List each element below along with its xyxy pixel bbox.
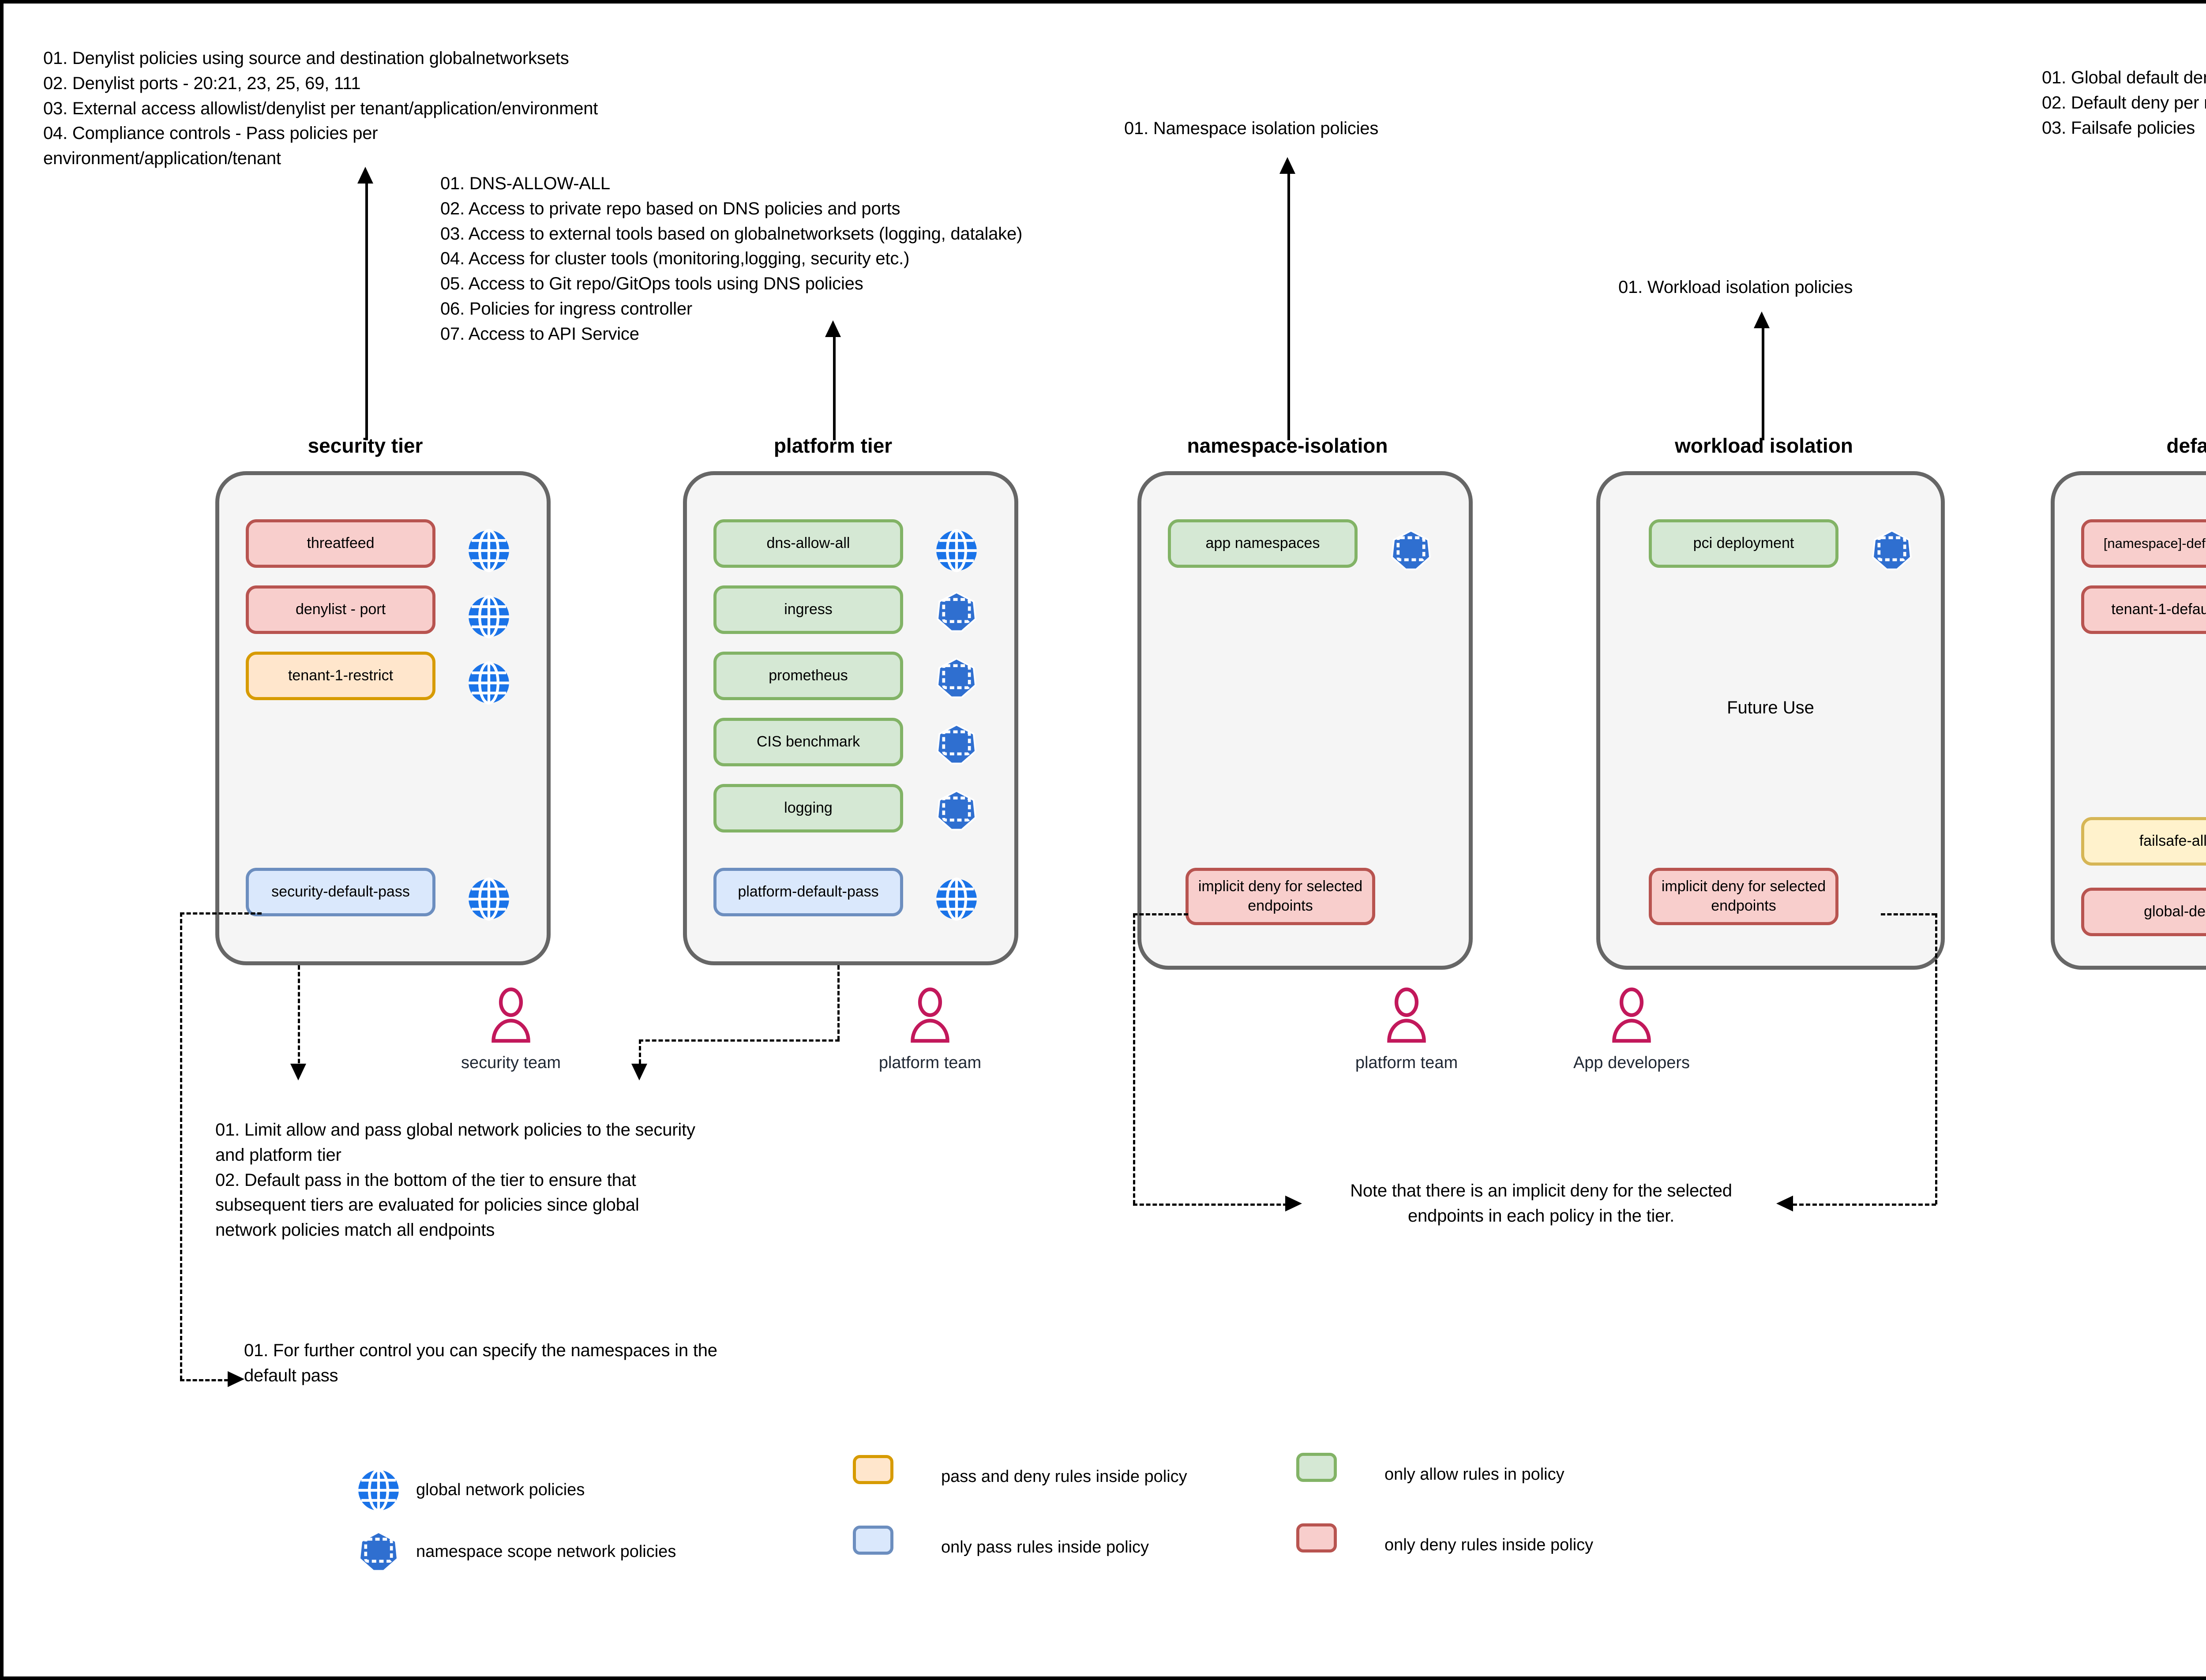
- arrow-head-security: [357, 167, 373, 184]
- policy-app-namespaces[interactable]: app namespaces: [1168, 519, 1358, 568]
- arrow-line-platform: [833, 330, 836, 440]
- note-namespace-isolation: 01. Namespace isolation policies: [1124, 119, 1379, 138]
- namespace-scope-icon: [934, 723, 979, 769]
- note-workload-isolation: 01. Workload isolation policies: [1618, 278, 1853, 297]
- connector-platform-down: [837, 965, 840, 1040]
- legend-swatch-only-deny: [1296, 1523, 1337, 1552]
- namespace-scope-icon: [1870, 529, 1914, 575]
- note-implicit-deny: Note that there is an implicit deny for …: [1350, 1181, 1732, 1226]
- globe-icon: [934, 877, 979, 923]
- connector-security-down: [298, 965, 300, 1063]
- connector-wl-deny-right: [1881, 913, 1936, 915]
- policy-dns-allow-all[interactable]: dns-allow-all: [713, 519, 903, 568]
- policy-prometheus[interactable]: prometheus: [713, 652, 903, 700]
- legend-label-pass-and-deny-rules: pass and deny rules inside policy: [941, 1467, 1187, 1486]
- namespace-scope-icon: [356, 1530, 401, 1576]
- legend-label-namespace-scope-network-policies: namespace scope network policies: [416, 1542, 676, 1561]
- policy-logging[interactable]: logging: [713, 784, 903, 832]
- tier-title-platform-tier: platform tier: [773, 434, 893, 457]
- note-platform-tier: 01. DNS-ALLOW-ALL 02. Access to private …: [440, 174, 1023, 344]
- arrow-head-platform: [825, 320, 841, 337]
- arrow-line-security: [365, 176, 368, 440]
- globe-icon: [467, 877, 511, 923]
- policy-cis-benchmark[interactable]: CIS benchmark: [713, 718, 903, 766]
- policy-denylist-port[interactable]: denylist - port: [246, 585, 435, 634]
- connector-ns-deny-down: [1133, 913, 1135, 1204]
- tier-title-security-tier: security tier: [308, 434, 423, 457]
- arrow-line-workload: [1762, 321, 1764, 440]
- tier-title-namespace-isolation: namespace-isolation: [1187, 434, 1388, 457]
- legend-label-only-allow-rules: only allow rules in policy: [1384, 1465, 1564, 1484]
- note-default-pass: 01. For further control you can specify …: [244, 1341, 717, 1385]
- person-label-platform-team-2: platform team: [1355, 1054, 1458, 1072]
- connector-platform-down2: [639, 1039, 641, 1064]
- globe-icon: [467, 595, 511, 641]
- legend-label-global-network-policies: global network policies: [416, 1481, 585, 1499]
- globe-icon: [467, 529, 511, 575]
- arrow-head-namespace: [1279, 157, 1295, 174]
- person-icon: [1384, 987, 1429, 1047]
- legend-label-only-pass-rules: only pass rules inside policy: [941, 1538, 1149, 1556]
- tier-default-tier[interactable]: [namespace]-default-deny tenant-1-defaul…: [2051, 471, 2206, 970]
- globe-icon: [356, 1468, 401, 1515]
- note-default-tier: 01. Global default deny 02. Default deny…: [2042, 68, 2206, 138]
- legend-swatch-pass-and-deny: [853, 1455, 893, 1484]
- tier-namespace-isolation[interactable]: app namespaces implicit deny for selecte…: [1137, 471, 1473, 970]
- namespace-scope-icon: [1389, 529, 1433, 575]
- connector-security-pass-left: [180, 912, 262, 915]
- globe-icon: [467, 661, 511, 707]
- person-label-app-developers: App developers: [1573, 1054, 1690, 1072]
- namespace-scope-icon: [934, 789, 979, 835]
- globe-icon: [934, 529, 979, 575]
- arrowhead-platform-note: [631, 1064, 647, 1080]
- policy-security-default-pass[interactable]: security-default-pass: [246, 868, 435, 916]
- policy-tenant-1-default-deny[interactable]: tenant-1-default-deny: [2081, 585, 2206, 634]
- future-use-label: Future Use: [1727, 698, 1814, 717]
- connector-ns-deny-left: [1133, 913, 1188, 915]
- person-icon: [908, 987, 952, 1047]
- policy-namespace-default-deny[interactable]: [namespace]-default-deny: [2081, 519, 2206, 568]
- policy-platform-default-pass[interactable]: platform-default-pass: [713, 868, 903, 916]
- arrowhead-wl-note: [1776, 1196, 1793, 1211]
- connector-default-pass-note: [180, 1379, 229, 1381]
- policy-threatfeed[interactable]: threatfeed: [246, 519, 435, 568]
- person-icon: [489, 987, 533, 1047]
- policy-implicit-deny-workload[interactable]: implicit deny for selected endpoints: [1649, 868, 1838, 925]
- policy-implicit-deny-namespace[interactable]: implicit deny for selected endpoints: [1186, 868, 1375, 925]
- policy-global-deny[interactable]: global-deny: [2081, 888, 2206, 936]
- connector-wl-deny-to-note: [1793, 1204, 1936, 1206]
- arrowhead-security-note: [290, 1064, 306, 1080]
- arrow-head-workload: [1754, 311, 1770, 328]
- legend-swatch-only-allow: [1296, 1453, 1337, 1482]
- policy-failsafe-allow[interactable]: failsafe-allow: [2081, 817, 2206, 866]
- policy-pci-deployment[interactable]: pci deployment: [1649, 519, 1838, 568]
- note-bottom-left: 01. Limit allow and pass global network …: [215, 1120, 695, 1240]
- tier-title-default-tier: default tier: [2166, 434, 2206, 457]
- connector-ns-deny-to-note: [1133, 1204, 1287, 1206]
- policy-ingress[interactable]: ingress: [713, 585, 903, 634]
- legend-swatch-only-pass: [853, 1526, 893, 1555]
- person-label-platform-team-1: platform team: [878, 1054, 982, 1072]
- connector-wl-deny-down: [1935, 913, 1937, 1204]
- arrowhead-default-pass-note: [228, 1371, 244, 1387]
- connector-platform-across: [639, 1039, 840, 1042]
- arrow-line-namespace: [1287, 167, 1290, 440]
- person-icon: [1609, 987, 1654, 1047]
- connector-left-vertical: [180, 912, 182, 1380]
- legend-label-only-deny-rules: only deny rules inside policy: [1384, 1536, 1594, 1554]
- namespace-scope-icon: [934, 590, 979, 637]
- policy-tenant-1-restrict[interactable]: tenant-1-restrict: [246, 652, 435, 700]
- person-label-security-team: security team: [461, 1054, 561, 1072]
- namespace-scope-icon: [934, 656, 979, 703]
- note-security-tier: 01. Denylist policies using source and d…: [43, 49, 598, 169]
- tier-title-workload-isolation: workload isolation: [1675, 434, 1853, 457]
- arrowhead-ns-note: [1285, 1196, 1302, 1211]
